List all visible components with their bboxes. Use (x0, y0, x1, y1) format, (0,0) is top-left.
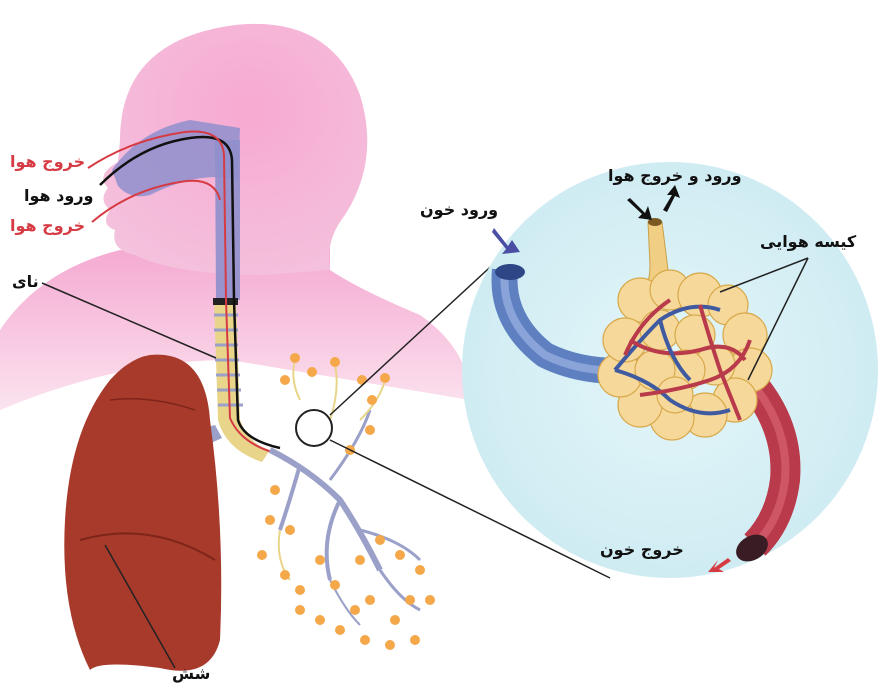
alveolus-dot (385, 640, 395, 650)
alveolus-dot (330, 357, 340, 367)
alveoli-clusters (257, 353, 435, 650)
alveolus-dot (367, 395, 377, 405)
alveolus-dot (285, 525, 295, 535)
air-sac-cluster (598, 270, 772, 440)
label-air-in-out: ورود و خروج هوا (608, 166, 742, 185)
alveolus-dot (425, 595, 435, 605)
label-blood-out: خروج خون (600, 540, 684, 559)
alveolus-dot (295, 585, 305, 595)
alveolus-dot (415, 565, 425, 575)
alveolus-dot (257, 550, 267, 560)
alveolus-dot (307, 367, 317, 377)
lung (64, 355, 221, 671)
alveolus-dot (290, 353, 300, 363)
alveolus-dot (360, 635, 370, 645)
alveolus-dot (365, 595, 375, 605)
alveolus-dot (330, 580, 340, 590)
alveolus-dot (365, 425, 375, 435)
label-blood-in: ورود خون (420, 200, 498, 219)
alveolus-inset (462, 162, 878, 578)
label-air-in: ورود هوا (24, 186, 94, 205)
lung-shape (64, 355, 221, 671)
alveolus-dot (335, 625, 345, 635)
alveolus-dot (315, 555, 325, 565)
magnify-circle (296, 410, 332, 446)
alveolus-dot (295, 605, 305, 615)
alveolus-dot (315, 615, 325, 625)
alveolus-dot (405, 595, 415, 605)
alveolus-dot (380, 373, 390, 383)
label-trachea: نای (12, 272, 39, 291)
label-air-out-bottom: خروج هوا (10, 216, 85, 235)
alveolus-dot (410, 635, 420, 645)
alveolus-dot (350, 605, 360, 615)
bronchial-tree (270, 360, 420, 625)
label-lung: شش (172, 664, 210, 683)
alveolus-dot (395, 550, 405, 560)
alveolus-dot (270, 485, 280, 495)
vein-opening (495, 264, 525, 280)
air-sac-bubble (640, 310, 680, 350)
alveolus-dot (280, 375, 290, 385)
alveolus-dot (280, 570, 290, 580)
alveolus-dot (265, 515, 275, 525)
alveolus-dot (355, 555, 365, 565)
alveolus-dot (357, 375, 367, 385)
label-air-sac: کیسه هوایی (760, 232, 856, 251)
alveolus-dot (375, 535, 385, 545)
label-air-out-top: خروج هوا (10, 152, 85, 171)
pharynx (215, 140, 240, 300)
alveolus-dot (390, 615, 400, 625)
